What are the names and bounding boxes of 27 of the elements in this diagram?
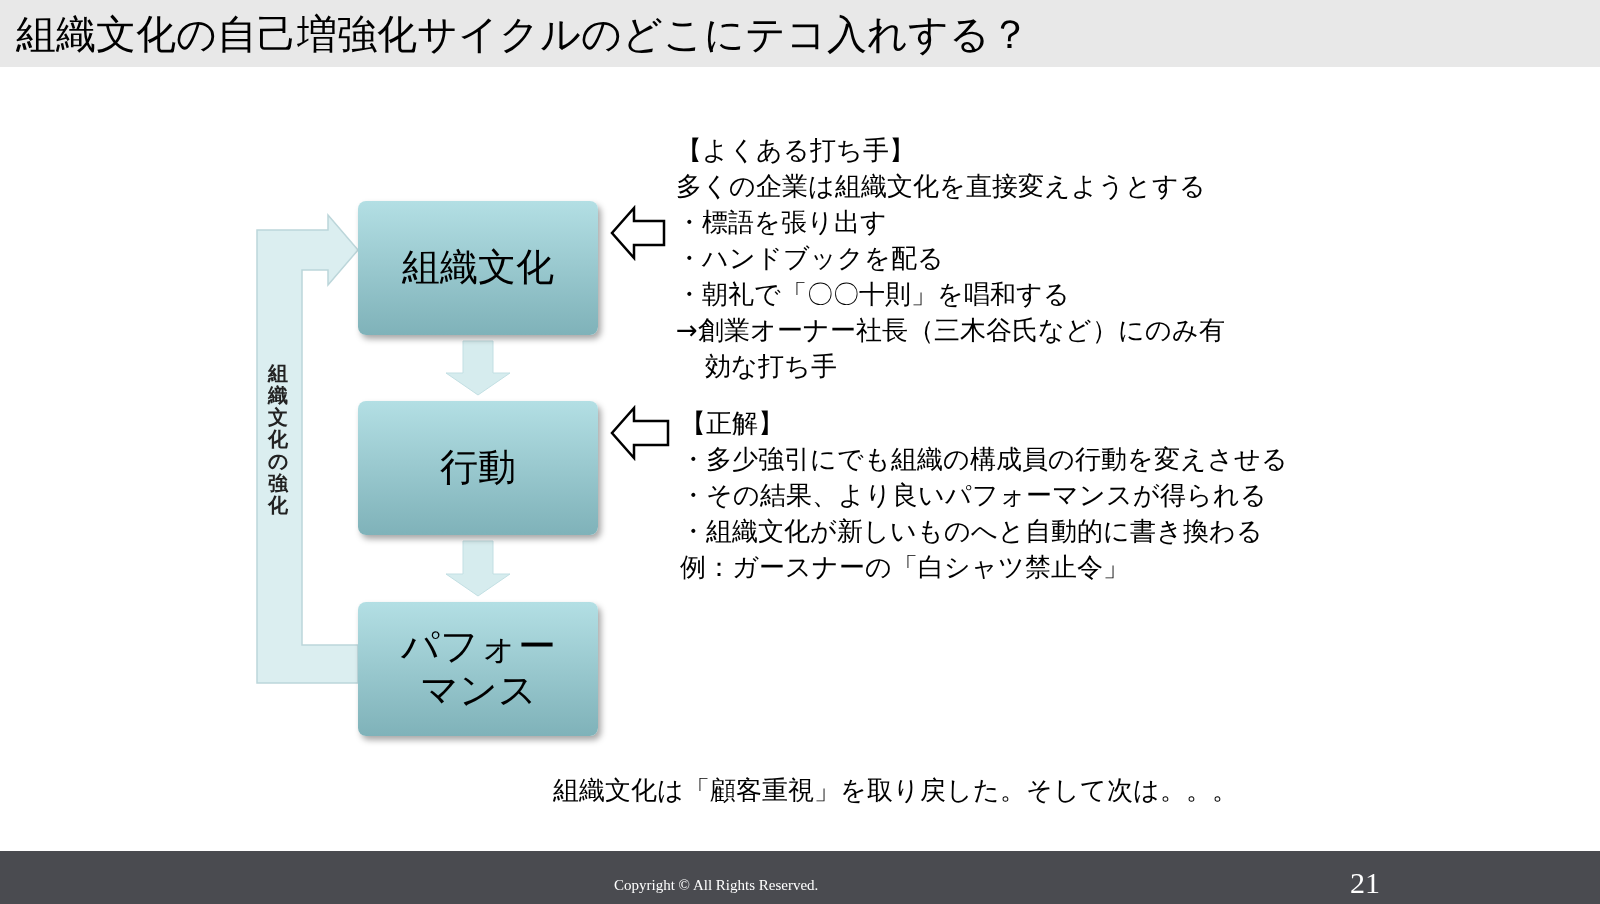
process-box xyxy=(358,201,598,335)
edge-label: 組織文化の強化 xyxy=(268,362,288,516)
box-label: パフォーマンス xyxy=(399,625,557,713)
note-text: ・組織文化が新しいものへと自動的に書き換わる xyxy=(680,515,1264,548)
hollow-arrow xyxy=(610,204,666,262)
hollow-arrow xyxy=(610,404,670,462)
note-text: 【正解】 xyxy=(680,407,785,440)
copyright-text: Copyright © All Rights Reserved. xyxy=(614,876,819,895)
title: 組織文化の自己増強化サイクルのどこにテコ入れする？ xyxy=(16,13,1030,54)
note-text: ・標語を張り出す xyxy=(676,206,888,239)
page-number: 21 xyxy=(1350,868,1380,898)
summary-text: 組織文化は「顧客重視」を取り戻した。そして次は。。。 xyxy=(553,774,1238,807)
note-text: →創業オーナー社長（三木谷氏など）にのみ有効な打ち手 xyxy=(676,314,1226,383)
process-box xyxy=(358,602,598,736)
note-text: ・その結果、より良いパフォーマンスが得られる xyxy=(680,479,1268,512)
note-text: ・朝礼で「〇〇十則」を唱和する xyxy=(676,278,1071,311)
loop-arrow xyxy=(256,212,359,684)
note-text: 【よくある打ち手】 xyxy=(676,134,916,167)
down-arrow xyxy=(445,340,511,396)
note-text: ・ハンドブックを配る xyxy=(676,242,945,275)
box-label: 組織文化 xyxy=(402,246,554,290)
note-text: 多くの企業は組織文化を直接変えようとする xyxy=(676,170,1207,203)
process-box xyxy=(358,401,598,535)
down-arrow xyxy=(445,540,511,597)
box-label: 行動 xyxy=(440,446,516,490)
note-text: ・多少強引にでも組織の構成員の行動を変えさせる xyxy=(680,443,1289,476)
note-text: 例：ガースナーの「白シャツ禁止令」 xyxy=(680,551,1130,584)
